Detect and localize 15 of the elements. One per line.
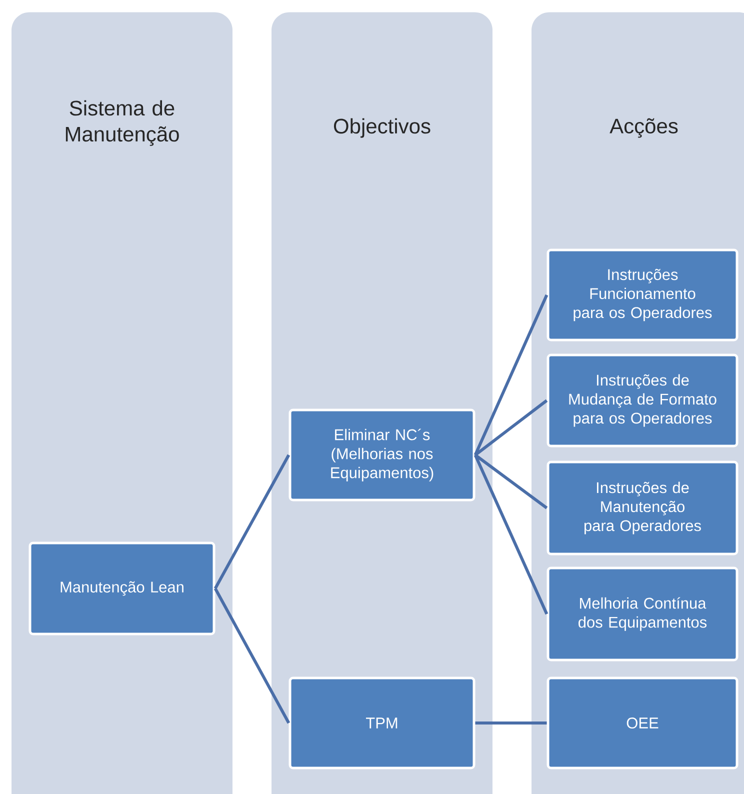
connector-line bbox=[474, 399, 548, 456]
process-box: OEE bbox=[546, 676, 738, 770]
process-box: Instruções de Mudança de Formato para os Operadores bbox=[546, 354, 738, 448]
process-box: TPM bbox=[288, 676, 476, 770]
process-box: Instruções Funcionamento para os Operadores bbox=[546, 248, 738, 342]
connector-line bbox=[474, 294, 548, 456]
process-box: Eliminar NC´s (Melhorias nos Equipamentos) bbox=[288, 408, 476, 502]
process-box: Instruções de Manutenção para Operadores bbox=[546, 460, 738, 556]
process-box: Melhoria Contínua dos Equipamentos bbox=[546, 566, 738, 662]
connector-line bbox=[474, 454, 548, 510]
connector-line bbox=[474, 454, 548, 615]
connector-line bbox=[214, 588, 290, 724]
process-box: Manutenção Lean bbox=[28, 542, 216, 636]
connector-line bbox=[214, 454, 290, 590]
connector-line bbox=[475, 722, 547, 724]
